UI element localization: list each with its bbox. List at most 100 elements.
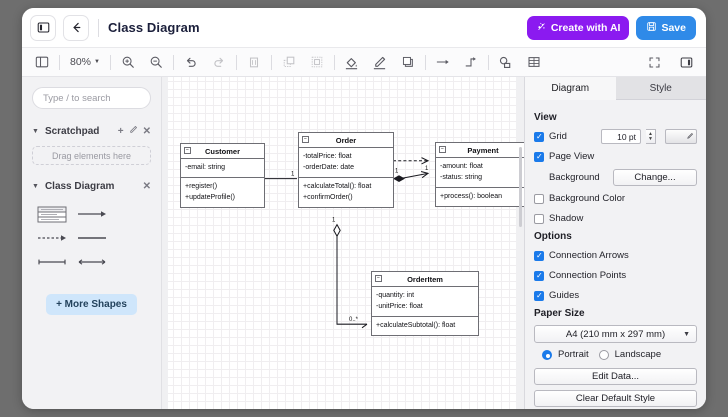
uml-class-order[interactable]: − Order -totalPrice: float -orderDate: d… — [298, 132, 394, 208]
connection-arrows-checkbox[interactable] — [534, 250, 544, 261]
uml-attribute-row: -unitPrice: float — [376, 303, 423, 310]
toolbar-divider — [172, 54, 174, 70]
insert-table-icon[interactable] — [524, 51, 544, 73]
app-body: Type / to search ▼ Scratchpad + ✕ Drag e… — [22, 77, 706, 409]
scratchpad-dropzone[interactable]: Drag elements here — [32, 146, 151, 165]
uml-class-shape[interactable] — [32, 202, 72, 226]
connection-points-checkbox[interactable] — [534, 270, 544, 281]
landscape-label: Landscape — [614, 349, 662, 360]
paper-size-select[interactable]: A4 (210 mm x 297 mm) ▼ — [534, 325, 697, 343]
uml-attribute-row: -quantity: int — [376, 292, 415, 299]
chevron-down-icon: ▼ — [94, 59, 100, 65]
background-change-button[interactable]: Change... — [613, 169, 697, 186]
dashed-arrow-shape[interactable] — [32, 226, 72, 250]
straight-connector-icon[interactable] — [433, 51, 453, 73]
uml-attribute-row: -totalPrice: float — [303, 153, 352, 160]
background-color-checkbox[interactable] — [534, 193, 544, 204]
association-2-shape[interactable] — [72, 250, 112, 274]
line-color-icon[interactable] — [370, 51, 390, 73]
app-header: Class Diagram Create with AI Save — [22, 8, 706, 48]
grid-size-input[interactable]: 10 pt — [601, 129, 641, 144]
create-with-ai-label: Create with AI — [550, 21, 621, 34]
chevron-down-icon: ▼ — [32, 127, 39, 135]
back-button[interactable] — [63, 14, 89, 41]
uml-methods: +process(): boolean — [436, 187, 524, 206]
uml-class-orderitem[interactable]: − OrderItem -quantity: int -unitPrice: f… — [371, 271, 479, 336]
page-title: Class Diagram — [108, 20, 200, 35]
uml-attributes: -totalPrice: float -orderDate: date — [299, 148, 393, 177]
background-color-row: Background Color — [534, 191, 697, 206]
shadow-icon[interactable] — [398, 51, 418, 73]
close-icon[interactable]: ✕ — [142, 125, 151, 137]
close-icon[interactable]: ✕ — [142, 181, 151, 192]
collapse-icon[interactable]: − — [375, 275, 382, 282]
grid-label: Grid — [549, 131, 567, 142]
toggle-sidebar-icon[interactable] — [32, 51, 52, 73]
uml-class-name: Customer — [204, 146, 240, 156]
collapse-icon[interactable]: − — [184, 147, 191, 154]
zoom-in-icon[interactable] — [118, 51, 138, 73]
page-view-label: Page View — [549, 151, 595, 162]
shape-palette — [32, 202, 151, 274]
grid-color-picker[interactable] — [665, 129, 697, 144]
edit-data-button[interactable]: Edit Data... — [534, 368, 697, 385]
plus-icon[interactable]: + — [117, 125, 124, 137]
toolbar-divider — [109, 54, 111, 70]
fill-color-icon[interactable] — [342, 51, 362, 73]
grid-size-stepper[interactable]: ▲▼ — [646, 129, 656, 144]
collapse-icon[interactable]: − — [302, 136, 309, 143]
save-button[interactable]: Save — [636, 15, 696, 40]
background-row: Background Change... — [534, 169, 697, 186]
search-input[interactable]: Type / to search — [32, 87, 151, 109]
guides-checkbox[interactable] — [534, 290, 544, 301]
canvas-scrollbar[interactable] — [519, 147, 522, 227]
association-1-shape[interactable] — [32, 250, 72, 274]
elbow-connector-icon[interactable] — [461, 51, 481, 73]
undo-icon[interactable] — [181, 51, 201, 73]
toggle-format-panel-icon[interactable] — [676, 51, 696, 73]
fullscreen-icon[interactable] — [644, 51, 664, 73]
portrait-radio[interactable] — [542, 349, 552, 360]
grid-checkbox[interactable] — [534, 131, 544, 142]
plain-line-shape[interactable] — [72, 226, 112, 250]
diagram-canvas[interactable]: 1 1 1 1 1 0..* − Customer — [162, 77, 524, 409]
shadow-checkbox[interactable] — [534, 213, 544, 224]
solid-arrow-shape[interactable] — [72, 202, 112, 226]
more-shapes-button[interactable]: + More Shapes — [46, 294, 137, 315]
uml-class-customer[interactable]: − Customer -email: string +register() +u… — [180, 143, 265, 208]
to-front-icon[interactable] — [279, 51, 299, 73]
panel-left-icon[interactable] — [30, 14, 56, 41]
paper-size-value: A4 (210 mm x 297 mm) — [565, 328, 666, 340]
zoom-level-selector[interactable]: 80% ▼ — [67, 51, 103, 73]
uml-attributes: -amount: float -status: string — [436, 158, 524, 187]
scratchpad-header[interactable]: ▼ Scratchpad + ✕ — [32, 125, 151, 137]
uml-attribute-row: -status: string — [440, 174, 483, 181]
class-diagram-section-title: Class Diagram — [44, 181, 115, 192]
to-back-icon[interactable] — [307, 51, 327, 73]
toolbar-divider — [333, 54, 335, 70]
uml-class-payment[interactable]: − Payment -amount: float -status: string… — [435, 142, 524, 207]
portrait-label: Portrait — [558, 349, 589, 360]
pencil-icon[interactable] — [129, 125, 138, 137]
uml-methods: +register() +updateProfile() — [181, 177, 264, 207]
collapse-icon[interactable]: − — [439, 146, 446, 153]
tab-style[interactable]: Style — [615, 77, 706, 100]
redo-icon[interactable] — [209, 51, 229, 73]
zoom-out-icon[interactable] — [146, 51, 166, 73]
class-diagram-section-header[interactable]: ▼ Class Diagram ✕ — [32, 181, 151, 192]
zoom-level-label: 80% — [70, 56, 92, 68]
view-heading: View — [534, 112, 557, 123]
page-view-checkbox[interactable] — [534, 151, 544, 162]
chevron-down-icon: ▼ — [32, 183, 39, 190]
clear-default-style-button[interactable]: Clear Default Style — [534, 390, 697, 407]
landscape-radio[interactable] — [598, 349, 609, 360]
delete-icon[interactable] — [244, 51, 264, 73]
uml-class-title: − OrderItem — [372, 272, 478, 287]
insert-shape-icon[interactable] — [496, 51, 516, 73]
paper-size-heading: Paper Size — [534, 308, 585, 319]
create-with-ai-button[interactable]: Create with AI — [526, 15, 630, 40]
connection-arrows-label: Connection Arrows — [549, 250, 629, 261]
guides-label: Guides — [549, 290, 580, 301]
svg-text:1: 1 — [395, 167, 399, 174]
tab-diagram[interactable]: Diagram — [525, 77, 616, 100]
